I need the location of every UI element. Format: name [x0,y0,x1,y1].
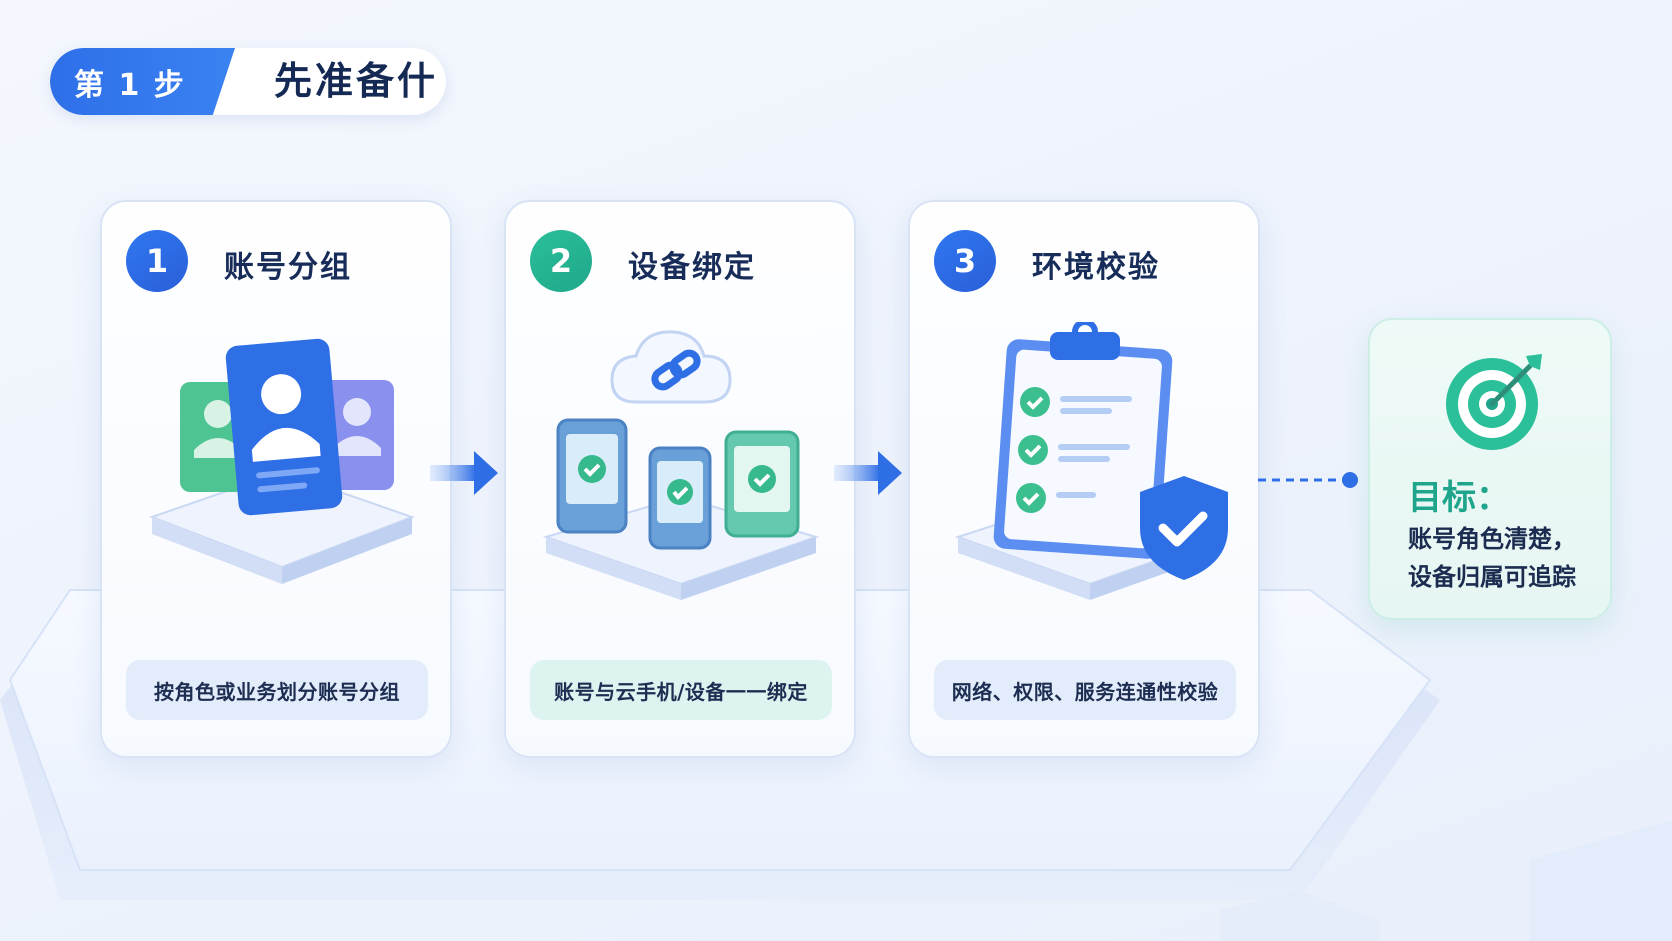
goal-card: 目标： 账号角色清楚， 设备归属可追踪 [1368,318,1612,620]
card-device-binding: 2 设备绑定 账号与云手机/设备一一绑定 [504,200,856,758]
card-environment-check: 3 环境校验 网络、权限、服务连通性校验 [908,200,1260,758]
goal-text-line2: 设备归属可追踪 [1408,563,1576,591]
clipboard-checklist-shield-icon [954,322,1228,600]
card-description: 账号与云手机/设备一一绑定 [530,660,832,720]
cloud-link-phones-icon [542,330,820,600]
goal-text-line1: 账号角色清楚， [1408,525,1576,553]
card-number: 2 [530,230,592,292]
card-number: 1 [126,230,188,292]
card-title: 账号分组 [224,250,352,285]
card-description: 网络、权限、服务连通性校验 [934,660,1236,720]
card-number: 3 [934,230,996,292]
goal-label: 目标： [1408,478,1510,518]
card-description: 按角色或业务划分账号分组 [126,660,428,720]
target-icon [1446,354,1542,450]
step-badge: 第 1 步 [50,48,235,115]
card-account-grouping: 1 账号分组 按角色或业务划分账号分组 [100,200,452,758]
arrow-right-icon [430,451,498,495]
goal-text: 账号角色清楚， 设备归属可追踪 [1408,520,1576,596]
arrow-right-icon [834,451,902,495]
id-cards-icon [149,338,415,584]
card-title: 环境校验 [1032,250,1160,285]
step-header: 第 1 步 先准备什么 [50,48,446,115]
card-title: 设备绑定 [628,250,756,285]
step-title: 先准备什么 [274,59,439,103]
goal-connector [1258,472,1358,488]
